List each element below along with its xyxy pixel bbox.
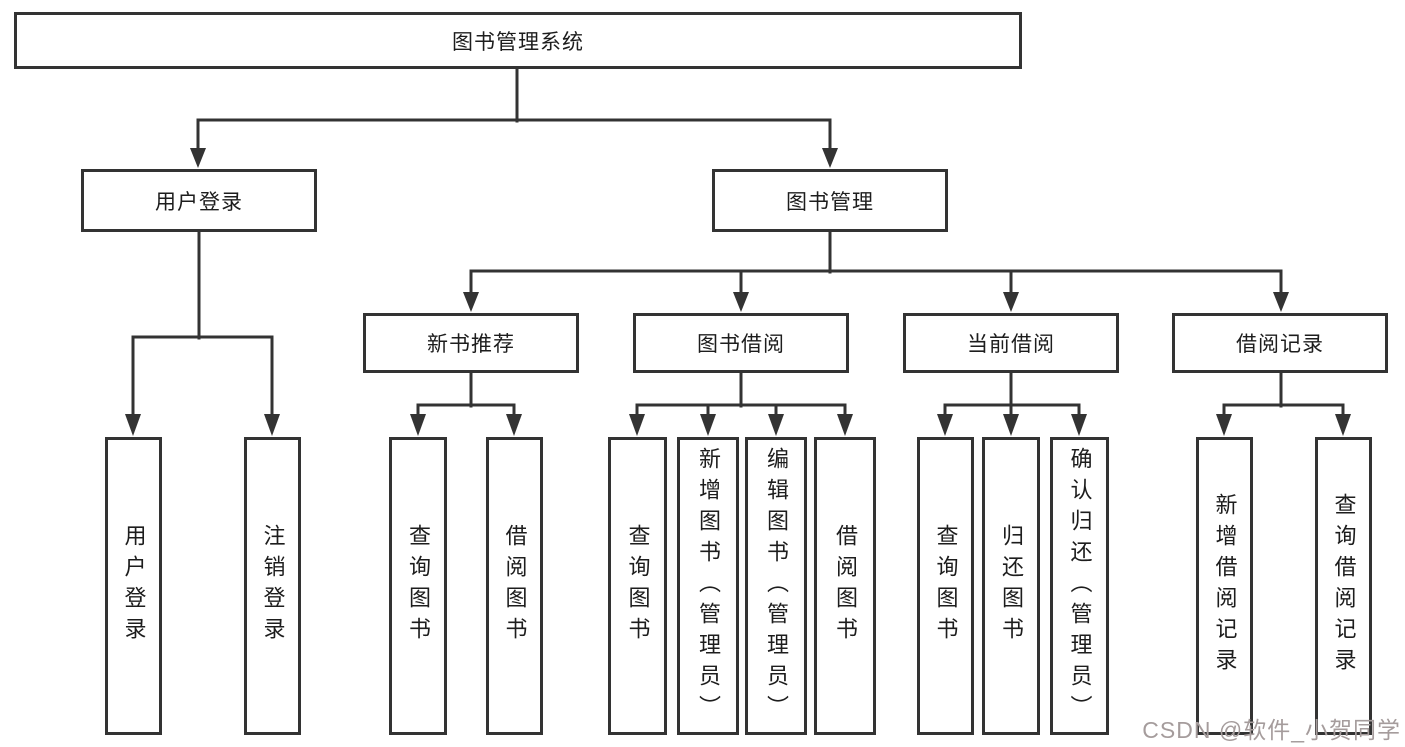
node-book-borrowing: 图书借阅 [633,313,849,373]
node-label: 确认归还（管理员） [1067,446,1093,726]
node-label: 新增借阅记录 [1212,493,1238,679]
node-new-book-recommendation: 新书推荐 [363,313,579,373]
node-user-login: 用户登录 [81,169,317,232]
node-book-management: 图书管理 [712,169,948,232]
leaf-logout: 注销登录 [244,437,301,735]
node-label: 新书推荐 [427,333,515,356]
node-label: 注销登录 [260,524,286,648]
leaf-edit-books-admin: 编辑图书（管理员） [745,437,807,735]
node-label: 借阅记录 [1236,333,1324,356]
node-label: 用户登录 [121,524,147,648]
node-library-management-system: 图书管理系统 [14,12,1022,69]
leaf-confirm-return-admin: 确认归还（管理员） [1050,437,1109,735]
node-label: 图书管理系统 [452,30,584,54]
node-label: 编辑图书（管理员） [764,446,789,726]
node-label: 当前借阅 [967,333,1055,356]
leaf-add-borrow-record: 新增借阅记录 [1196,437,1253,735]
leaf-add-books-admin: 新增图书（管理员） [677,437,739,735]
node-borrowing-records: 借阅记录 [1172,313,1388,373]
node-current-borrowing: 当前借阅 [903,313,1119,373]
node-label: 查询借阅记录 [1331,493,1357,679]
leaf-borrow-books-borrowing: 借阅图书 [814,437,876,735]
node-label: 图书借阅 [697,333,785,356]
node-label: 用户登录 [155,190,243,214]
arrowheads [125,148,1351,436]
node-label: 查询图书 [933,524,959,648]
leaf-return-books: 归还图书 [982,437,1040,735]
leaf-query-borrow-record: 查询借阅记录 [1315,437,1372,735]
node-label: 图书管理 [786,190,874,214]
node-label: 归还图书 [999,524,1024,648]
leaf-query-books-borrowing: 查询图书 [608,437,667,735]
node-label: 借阅图书 [502,524,528,648]
leaf-borrow-books-recommend: 借阅图书 [486,437,543,735]
node-label: 借阅图书 [833,524,858,648]
node-label: 查询图书 [406,524,431,648]
node-label: 新增图书（管理员） [696,446,721,726]
leaf-query-books-recommend: 查询图书 [389,437,447,735]
leaf-user-login: 用户登录 [105,437,162,735]
leaf-query-books-current: 查询图书 [917,437,974,735]
csdn-watermark: CSDN @软件_小贺同学 [1142,717,1401,743]
node-label: 查询图书 [625,524,651,648]
